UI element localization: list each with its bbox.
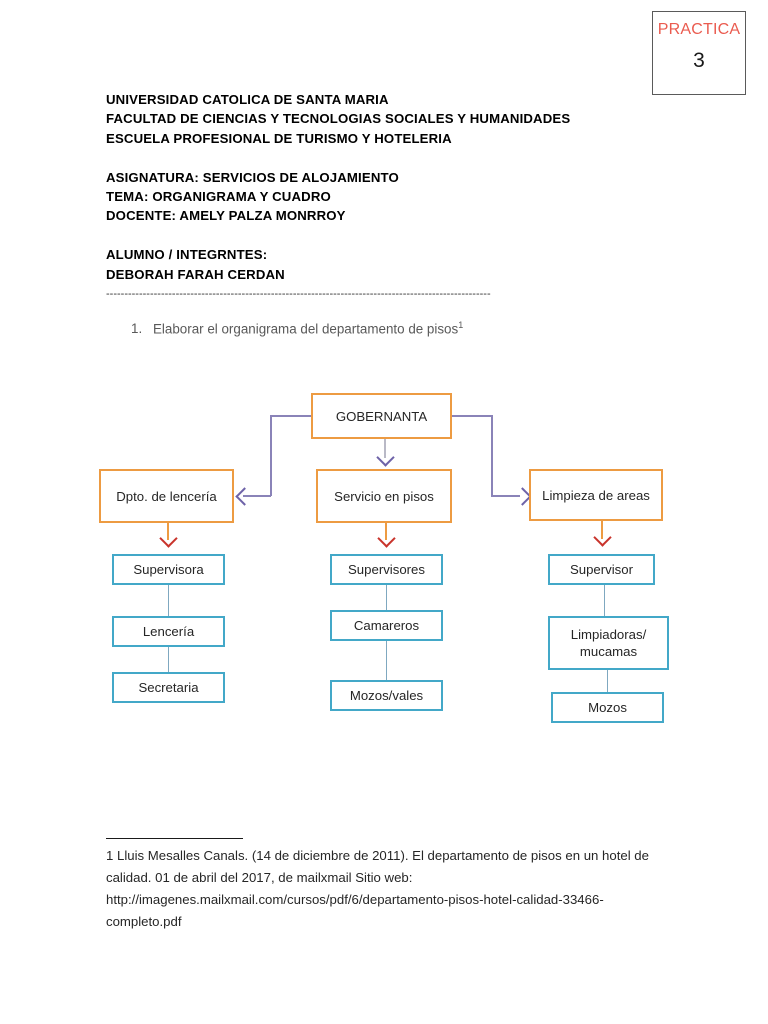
connector-root-left-v <box>270 415 272 496</box>
practica-number: 3 <box>693 49 705 72</box>
course-subject: ASIGNATURA: SERVICIOS DE ALOJAMIENTO <box>106 169 399 185</box>
connector-limpieza-down <box>601 521 603 539</box>
document-header: UNIVERSIDAD CATOLICA DE SANTA MARIA FACU… <box>106 90 666 284</box>
arrowhead-center-down <box>376 448 395 467</box>
arrowhead-limpieza-down <box>593 528 612 547</box>
node-supervisora[interactable]: Supervisora <box>112 554 225 585</box>
task-number: 1. <box>131 321 143 337</box>
practica-label: PRACTICA <box>657 21 741 38</box>
connector-supervisores-camareros <box>386 585 388 610</box>
node-lenceria[interactable]: Lencería <box>112 616 225 647</box>
footnote-marker: 1 <box>458 320 464 330</box>
connector-lenceria-secretaria <box>168 647 170 672</box>
connector-dpto-down <box>167 523 169 540</box>
node-dpto-lenceria[interactable]: Dpto. de lencería <box>99 469 234 523</box>
node-limpieza-areas[interactable]: Limpieza de areas <box>529 469 663 521</box>
task-text: Elaborar el organigrama del departamento… <box>153 321 459 337</box>
node-mozos[interactable]: Mozos <box>551 692 664 723</box>
node-limpiadoras-mucamas[interactable]: Limpiadoras/ mucamas <box>548 616 669 670</box>
student-label: ALUMNO / INTEGRNTES: <box>106 247 268 263</box>
faculty-name: FACULTAD DE CIENCIAS Y TECNOLOGIAS SOCIA… <box>106 111 571 127</box>
connector-root-left-h2 <box>243 495 271 497</box>
course-topic: TEMA: ORGANIGRAMA Y CUADRO <box>106 189 331 205</box>
header-spacer-2 <box>106 226 666 245</box>
arrowhead-servicio-down <box>377 529 396 548</box>
task-item-1: 1. Elaborar el organigrama del departamen… <box>131 316 463 338</box>
connector-limpiadoras-mozos <box>607 670 609 692</box>
footnote-text: 1 Lluis Mesalles Canals. (14 de diciembr… <box>106 848 649 929</box>
connector-root-right-h2 <box>491 495 520 497</box>
node-camareros[interactable]: Camareros <box>330 610 443 641</box>
practica-badge: PRACTICA 3 <box>652 11 746 95</box>
node-gobernanta[interactable]: GOBERNANTA <box>311 393 452 439</box>
node-secretaria[interactable]: Secretaria <box>112 672 225 703</box>
arrowhead-left <box>235 487 254 506</box>
connector-servicio-down <box>385 523 387 540</box>
connector-root-center-v <box>384 439 386 458</box>
section-divider: ----------------------------------------… <box>106 288 491 300</box>
connector-root-right-v <box>491 415 493 496</box>
node-mozos-vales[interactable]: Mozos/vales <box>330 680 443 711</box>
arrowhead-dpto-down <box>159 529 178 548</box>
course-teacher: DOCENTE: AMELY PALZA MONRROY <box>106 208 346 224</box>
student-name: DEBORAH FARAH CERDAN <box>106 266 285 282</box>
footnote-separator <box>106 838 243 840</box>
school-name: ESCUELA PROFESIONAL DE TURISMO Y HOTELER… <box>106 130 452 146</box>
connector-root-right-h1 <box>452 415 492 417</box>
connector-supervisora-lenceria <box>168 585 170 616</box>
node-supervisor[interactable]: Supervisor <box>548 554 655 585</box>
node-supervisores[interactable]: Supervisores <box>330 554 443 585</box>
node-servicio-pisos[interactable]: Servicio en pisos <box>316 469 452 523</box>
connector-supervisor-limpiadoras <box>604 585 606 616</box>
connector-root-left-h1 <box>270 415 312 417</box>
university-name: UNIVERSIDAD CATOLICA DE SANTA MARIA <box>106 92 389 107</box>
connector-camareros-mozosvales <box>386 641 388 680</box>
header-spacer-1 <box>106 148 666 167</box>
